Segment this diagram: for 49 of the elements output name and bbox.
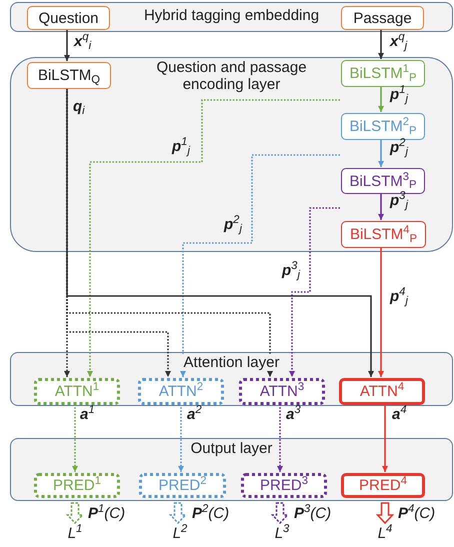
dotted-arrow xyxy=(87,99,340,377)
edge-label: a$^{4}$ xyxy=(392,406,407,424)
dotted-arrow xyxy=(72,404,78,472)
arrow xyxy=(378,139,384,167)
loss-label: L$^{3}$ xyxy=(271,525,293,543)
module-box: PRED$^{4}$ xyxy=(341,473,425,498)
edge-label: P$^{4}$(C) xyxy=(398,505,436,523)
edge-label: P$^{1}$(C) xyxy=(88,505,126,523)
hollow-arrow xyxy=(270,502,290,524)
edge-label: q$_{i}$ xyxy=(73,98,85,116)
module-box: ATTN$^{2}$ xyxy=(138,378,224,405)
edge-label: a$^{2}$ xyxy=(187,406,202,424)
module-box: ATTN$^{1}$ xyxy=(34,378,120,405)
arrow xyxy=(66,88,374,377)
layer-panel xyxy=(10,2,453,32)
edge-label: P$^{3}$(C) xyxy=(294,505,332,523)
dotted-arrow xyxy=(289,207,340,377)
arrow xyxy=(382,404,388,472)
layer-panel xyxy=(10,352,453,406)
process-box: Passage xyxy=(341,6,424,30)
dotted-arrow xyxy=(178,404,184,472)
layer-panel xyxy=(10,438,453,501)
layer-title: Attention layer xyxy=(182,354,282,371)
dotted-arrow xyxy=(66,88,171,377)
edge-label: a$^{1}$ xyxy=(80,406,95,424)
arrow xyxy=(378,86,384,112)
process-box: BiLSTM$_{Q}$ xyxy=(27,62,111,89)
module-box: PRED$^{1}$ xyxy=(34,473,120,498)
module-box: ATTN$^{3}$ xyxy=(239,378,325,405)
arrow xyxy=(378,247,384,377)
dotted-arrow xyxy=(277,404,283,472)
loss-label: L$^{4}$ xyxy=(374,525,396,543)
module-box: ATTN$^{4}$ xyxy=(339,378,425,405)
module-box: PRED$^{3}$ xyxy=(241,473,327,498)
process-box: Question xyxy=(27,6,110,30)
edge-label: P$^{2}$(C) xyxy=(192,505,230,523)
arrow xyxy=(378,29,384,59)
layer-title: Output layer xyxy=(188,440,274,457)
loss-label: L$^{2}$ xyxy=(169,525,191,543)
module-box: PRED$^{2}$ xyxy=(139,473,226,498)
hollow-arrow xyxy=(376,502,394,524)
hollow-arrow xyxy=(168,502,188,524)
dotted-arrow xyxy=(180,154,340,377)
loss-label: L$^{1}$ xyxy=(64,525,86,543)
arrow xyxy=(64,29,70,61)
edge-label: a$^{3}$ xyxy=(286,406,301,424)
arrow xyxy=(378,193,384,220)
layer-panel xyxy=(10,57,453,252)
hollow-arrow xyxy=(66,502,84,524)
